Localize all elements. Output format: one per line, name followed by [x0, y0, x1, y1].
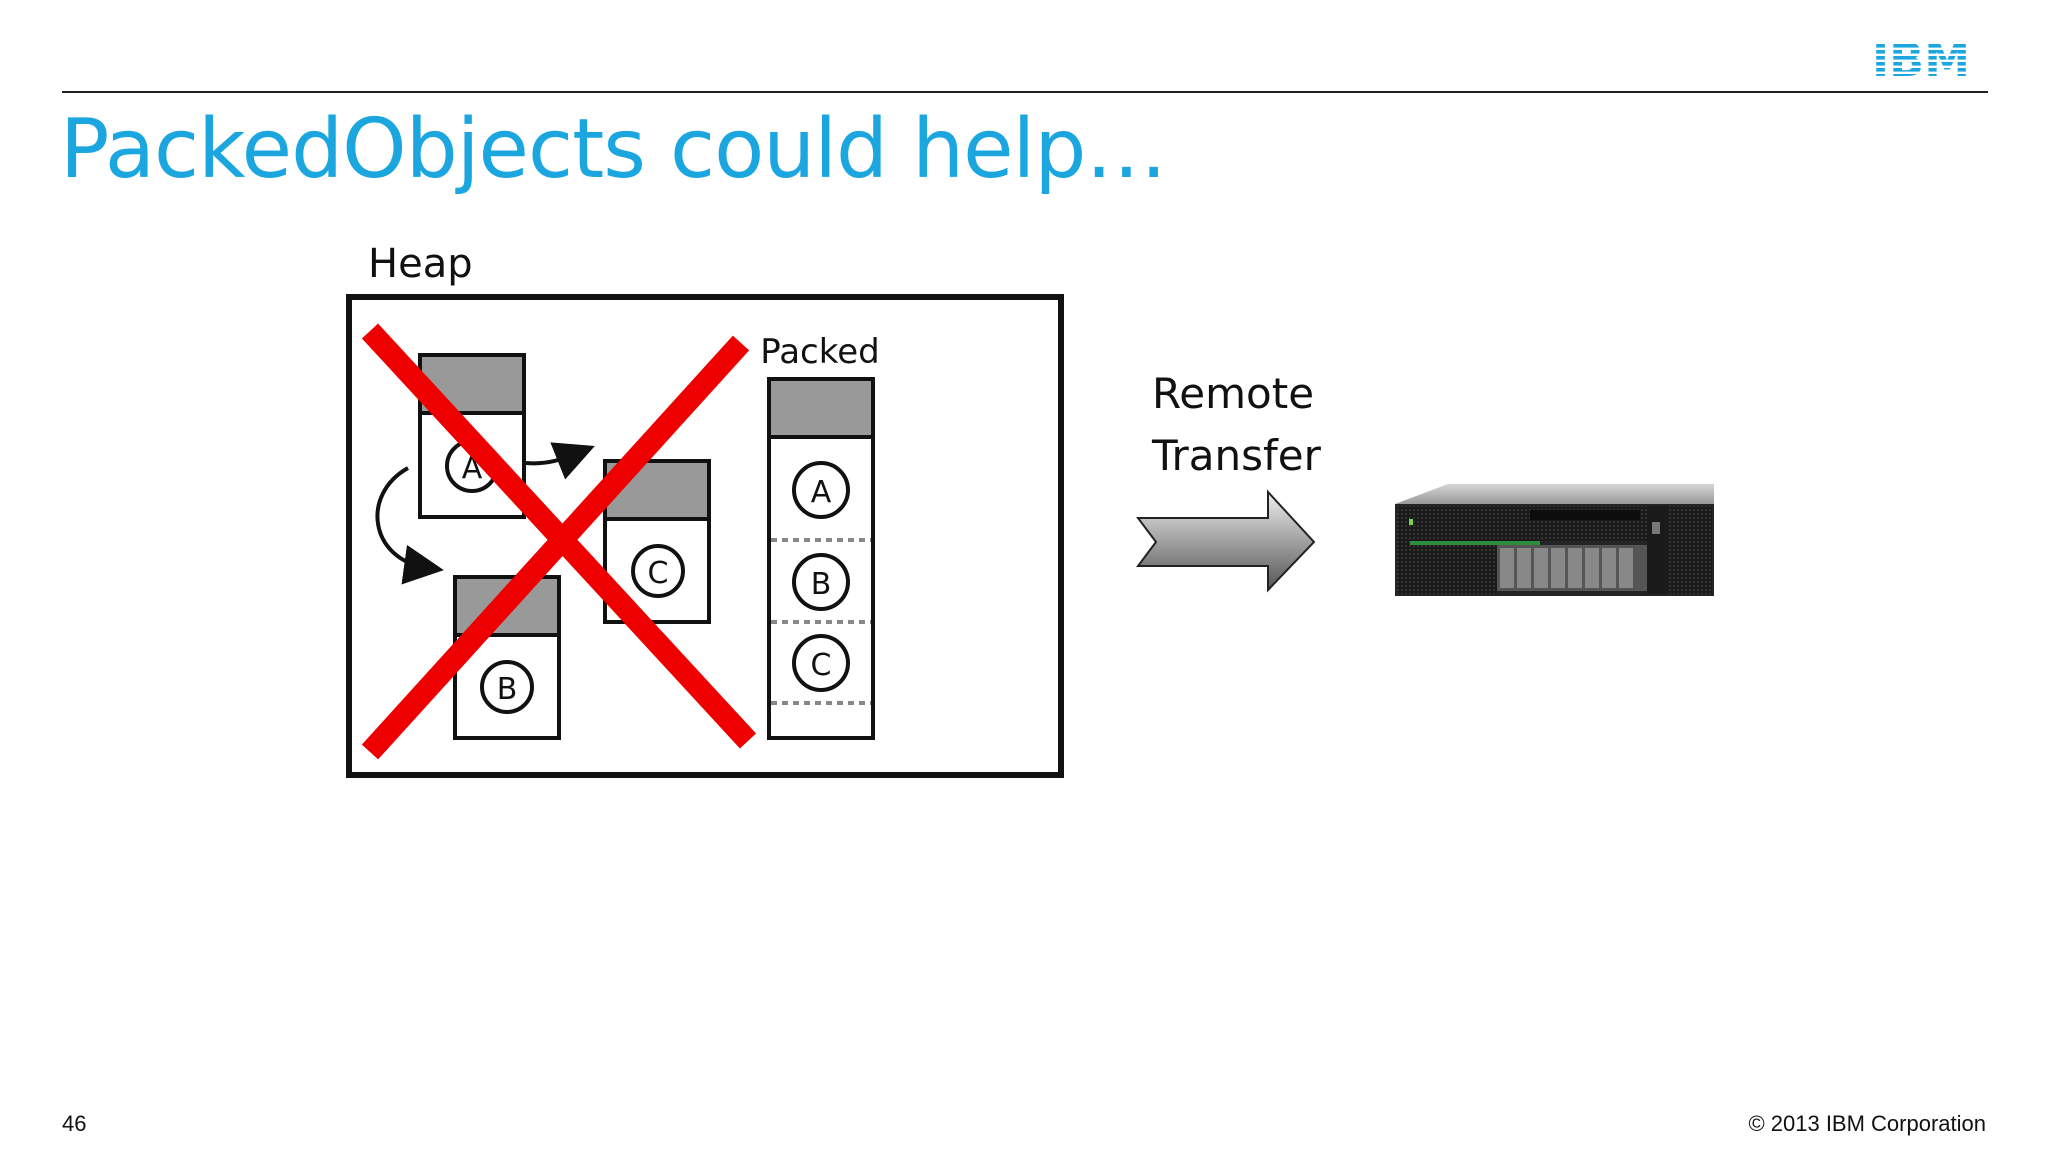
reference-arrow-a-to-c [525, 442, 595, 480]
reference-arrow-a-to-b [375, 466, 444, 585]
object-b: B [453, 575, 561, 740]
red-x-icon [361, 323, 757, 760]
ibm-logo-text: IBM [1872, 38, 1970, 80]
object-b-label: B [497, 672, 518, 707]
transfer-label-line1: Remote [1152, 369, 1314, 418]
packed-field-c: C [811, 648, 832, 683]
packed-field-a: A [811, 475, 832, 510]
packed-label: Packed [760, 332, 879, 372]
transfer-arrow [1136, 489, 1316, 593]
server-icon [1395, 484, 1714, 596]
copyright: © 2013 IBM Corporation [1748, 1111, 1986, 1136]
transfer-label-line2: Transfer [1151, 431, 1322, 480]
object-c-label: C [648, 556, 669, 591]
packed-object: A B C [767, 377, 875, 740]
ibm-logo: IBM [1872, 38, 1970, 80]
heap-label: Heap [368, 241, 473, 287]
page-title: PackedObjects could help… [60, 102, 1167, 197]
header-rule [62, 91, 1988, 93]
packed-field-b: B [811, 567, 832, 602]
page-number: 46 [62, 1111, 87, 1136]
